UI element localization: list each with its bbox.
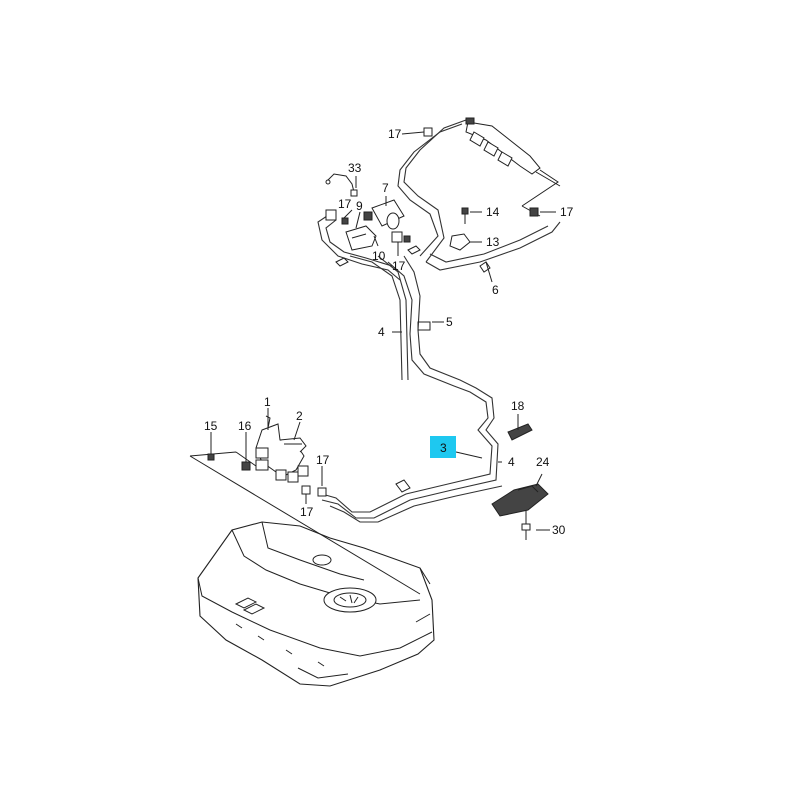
leader-lines (210, 131, 556, 531)
bolt-30 (521, 510, 531, 540)
clip (391, 231, 403, 243)
filter-bracket (345, 225, 377, 251)
label-14[interactable]: 14 (486, 205, 500, 219)
clip (423, 127, 433, 137)
label-1[interactable]: 1 (264, 395, 271, 409)
bolt (461, 207, 469, 224)
clip (341, 217, 349, 225)
clip-13 (449, 233, 471, 251)
label-10[interactable]: 10 (372, 249, 386, 263)
label-2[interactable]: 2 (296, 409, 303, 423)
fuel-pump-assembly (207, 415, 327, 497)
label-8[interactable]: 7 (382, 181, 389, 195)
label-24[interactable]: 24 (536, 455, 550, 469)
fuel-rail (465, 117, 561, 187)
fuel-tank (197, 521, 435, 687)
label-33[interactable]: 33 (348, 161, 362, 175)
fuel-lines (317, 119, 561, 523)
callout-labels: 17 33 7 17 9 14 17 13 10 17 6 5 4 1 18 2… (204, 127, 574, 537)
label-17-mid[interactable]: 17 (392, 259, 406, 273)
fuel-filter (363, 199, 405, 230)
label-17-right[interactable]: 17 (560, 205, 574, 219)
label-7[interactable]: 6 (492, 283, 499, 297)
label-17-left[interactable]: 17 (338, 197, 352, 211)
label-30[interactable]: 30 (552, 523, 566, 537)
label-17-pump[interactable]: 17 (316, 453, 330, 467)
label-17-bottom[interactable]: 17 (300, 505, 314, 519)
highlight-box (430, 436, 456, 458)
label-13[interactable]: 13 (486, 235, 500, 249)
label-17-top[interactable]: 17 (388, 127, 402, 141)
label-5[interactable]: 4 (378, 325, 385, 339)
label-15[interactable]: 15 (204, 419, 218, 433)
label-16[interactable]: 16 (238, 419, 252, 433)
clip (529, 207, 539, 217)
label-3[interactable]: 3 (440, 441, 447, 455)
label-9[interactable]: 9 (356, 199, 363, 213)
label-18[interactable]: 18 (511, 399, 525, 413)
bracket-24 (491, 473, 549, 517)
label-6[interactable]: 5 (446, 315, 453, 329)
connector (325, 209, 337, 221)
label-4-visible[interactable]: 4 (508, 455, 515, 469)
rail-outline (521, 169, 559, 217)
fuel-hose-18 (507, 423, 533, 441)
clip (403, 235, 411, 243)
sensor-wire (325, 173, 358, 197)
